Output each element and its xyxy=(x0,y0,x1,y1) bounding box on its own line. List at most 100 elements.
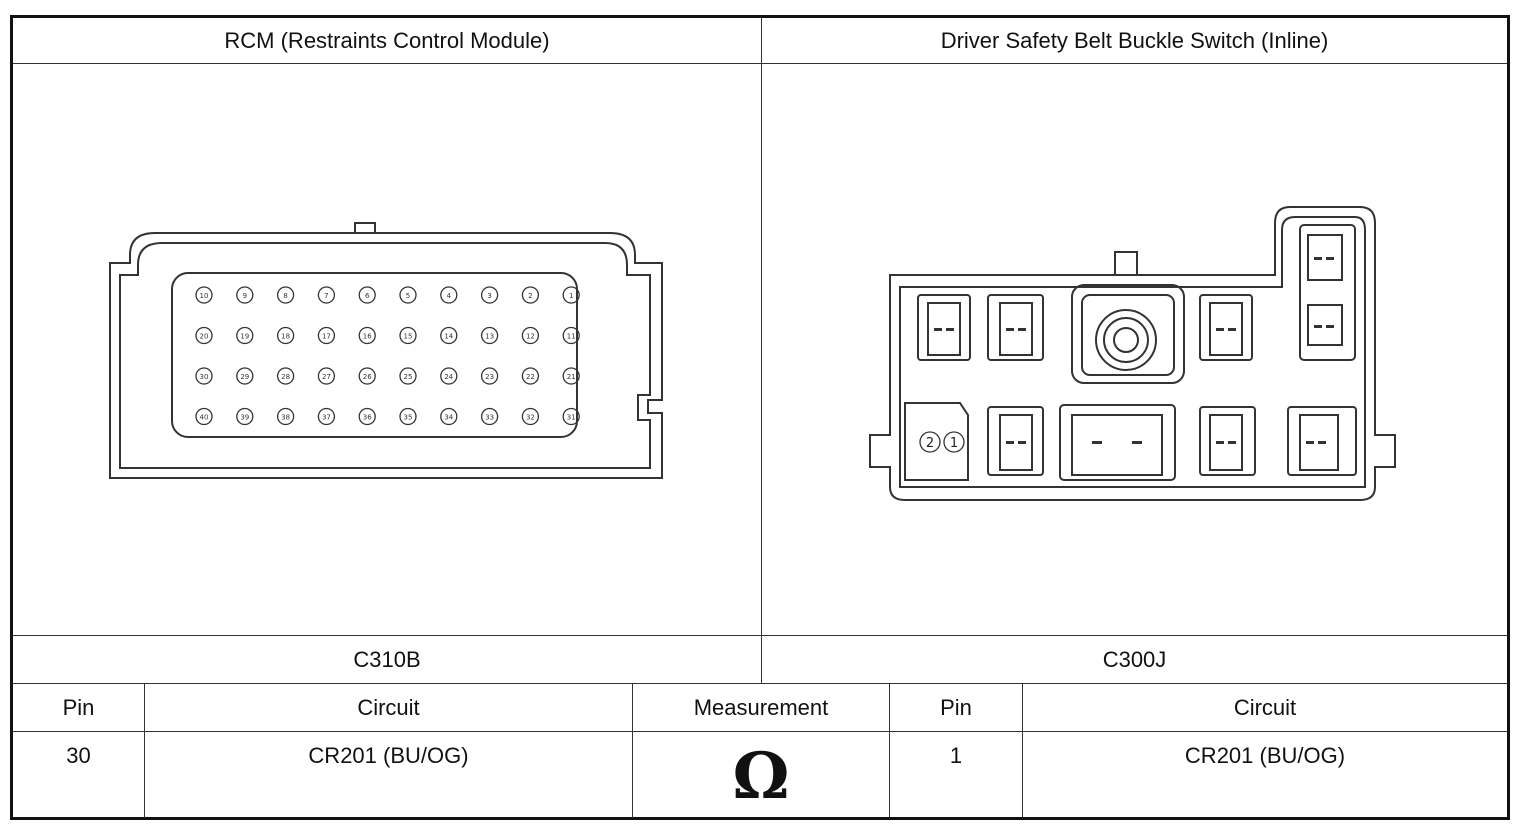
rcm-pin-25 xyxy=(399,367,417,385)
rcm-pin-label-36: 36 xyxy=(363,414,372,422)
rcm-pin-36 xyxy=(358,407,376,426)
column-header-measurement: Measurement xyxy=(693,694,829,720)
rcm-pin-label-30: 30 xyxy=(200,373,209,381)
rcm-pin-39 xyxy=(236,407,254,426)
rcm-pin-label-35: 35 xyxy=(404,414,413,422)
columns-divider xyxy=(13,731,1507,732)
rcm-pin-label-11: 11 xyxy=(567,333,576,341)
rcm-pin-label-1: 1 xyxy=(569,292,573,300)
left-circuit-value: CR201 (BU/OG) xyxy=(308,743,469,768)
column-header-pin-left: Pin xyxy=(62,694,95,720)
rcm-pin-38 xyxy=(276,407,295,426)
rcm-pin-3 xyxy=(480,286,499,304)
col-divider-3 xyxy=(889,684,890,818)
rcm-pin-18 xyxy=(276,326,295,345)
column-header-circuit-right: Circuit xyxy=(1233,694,1297,720)
rcm-pin-40 xyxy=(195,407,213,426)
right-pin-value: 1 xyxy=(949,743,963,768)
rcm-pin-15 xyxy=(399,326,417,345)
right-circuit-value: CR201 (BU/OG) xyxy=(1184,743,1346,768)
rcm-pin-13 xyxy=(480,326,499,345)
rcm-pin-label-19: 19 xyxy=(240,333,249,341)
right-connector-title: Driver Safety Belt Buckle Switch (Inline… xyxy=(940,28,1329,53)
rcm-pin-label-40: 40 xyxy=(200,414,209,422)
rcm-pin-20 xyxy=(195,326,213,345)
rcm-pin-1 xyxy=(562,286,580,304)
rcm-pin-label-38: 38 xyxy=(281,414,290,422)
rcm-pin-label-24: 24 xyxy=(444,373,453,381)
connector-divider xyxy=(761,18,762,684)
rcm-pin-label-16: 16 xyxy=(363,333,372,341)
rcm-pin-10 xyxy=(195,286,213,304)
rcm-pin-label-17: 17 xyxy=(322,333,331,341)
rcm-pin-label-37: 37 xyxy=(322,414,331,422)
rcm-pin-label-9: 9 xyxy=(243,292,247,300)
rcm-pin-label-26: 26 xyxy=(363,373,372,381)
connector-table-frame xyxy=(10,15,1510,820)
rcm-pin-label-21: 21 xyxy=(567,373,576,381)
measurement-ohm-symbol: Ω xyxy=(732,738,790,814)
rcm-pin-2 xyxy=(521,286,540,304)
col-divider-1 xyxy=(144,684,145,818)
rcm-pin-9 xyxy=(236,286,254,304)
rcm-pin-label-7: 7 xyxy=(324,292,328,300)
rcm-pin-label-18: 18 xyxy=(281,333,290,341)
column-header-pin-right: Pin xyxy=(940,694,972,720)
left-connector-id: C310B xyxy=(353,646,421,672)
rcm-pin-37 xyxy=(317,407,336,426)
id-divider xyxy=(13,683,1507,684)
rcm-pin-label-31: 31 xyxy=(567,414,576,422)
rcm-pin-label-33: 33 xyxy=(485,414,494,422)
rcm-pin-label-5: 5 xyxy=(406,292,410,300)
left-pin-value: 30 xyxy=(66,743,91,768)
rcm-pin-8 xyxy=(276,286,295,304)
rcm-pin-7 xyxy=(317,286,336,304)
rcm-pin-14 xyxy=(440,326,458,345)
rcm-pin-6 xyxy=(358,286,376,304)
rcm-pin-label-23: 23 xyxy=(485,373,494,381)
rcm-pin-label-27: 27 xyxy=(322,373,331,381)
rcm-pin-label-10: 10 xyxy=(200,292,209,300)
rcm-pin-17 xyxy=(317,326,336,345)
col-divider-4 xyxy=(1022,684,1023,818)
image-divider xyxy=(13,635,1507,636)
rcm-pin-21 xyxy=(562,367,580,385)
rcm-pin-34 xyxy=(440,407,458,426)
rcm-pin-label-3: 3 xyxy=(487,292,491,300)
rcm-pin-28 xyxy=(276,367,295,385)
rcm-pin-label-6: 6 xyxy=(365,292,370,300)
rcm-pin-16 xyxy=(358,326,376,345)
rcm-pin-24 xyxy=(440,367,458,385)
rcm-pin-label-8: 8 xyxy=(283,292,287,300)
buckle-pin-label-2: 2 xyxy=(926,436,934,451)
rcm-pin-23 xyxy=(480,367,499,385)
rcm-pin-4 xyxy=(440,286,458,304)
right-connector-id: C300J xyxy=(1102,646,1167,672)
rcm-pin-32 xyxy=(521,407,540,426)
rcm-pin-35 xyxy=(399,407,417,426)
rcm-pin-label-29: 29 xyxy=(240,373,249,381)
rcm-pin-label-12: 12 xyxy=(526,333,535,341)
rcm-pin-33 xyxy=(480,407,499,426)
rcm-pin-31 xyxy=(562,407,580,426)
buckle-switch-connector-face: 2 1 xyxy=(869,206,1396,501)
buckle-pin-label-1: 1 xyxy=(950,436,958,451)
rcm-pin-11 xyxy=(562,326,580,345)
header-divider xyxy=(13,63,1507,64)
rcm-pin-label-14: 14 xyxy=(444,333,453,341)
rcm-pin-label-28: 28 xyxy=(281,373,290,381)
rcm-pin-27 xyxy=(317,367,336,385)
left-connector-title: RCM (Restraints Control Module) xyxy=(224,28,550,53)
rcm-pin-label-15: 15 xyxy=(404,333,413,341)
rcm-pin-label-20: 20 xyxy=(200,333,209,341)
rcm-pin-label-39: 39 xyxy=(240,414,249,422)
rcm-pin-label-13: 13 xyxy=(485,333,494,341)
rcm-pin-label-4: 4 xyxy=(447,292,452,300)
rcm-pin-12 xyxy=(521,326,540,345)
rcm-pin-19 xyxy=(236,326,254,345)
column-header-circuit-left: Circuit xyxy=(357,694,420,720)
rcm-pin-label-34: 34 xyxy=(444,414,453,422)
rcm-pin-22 xyxy=(521,367,540,385)
